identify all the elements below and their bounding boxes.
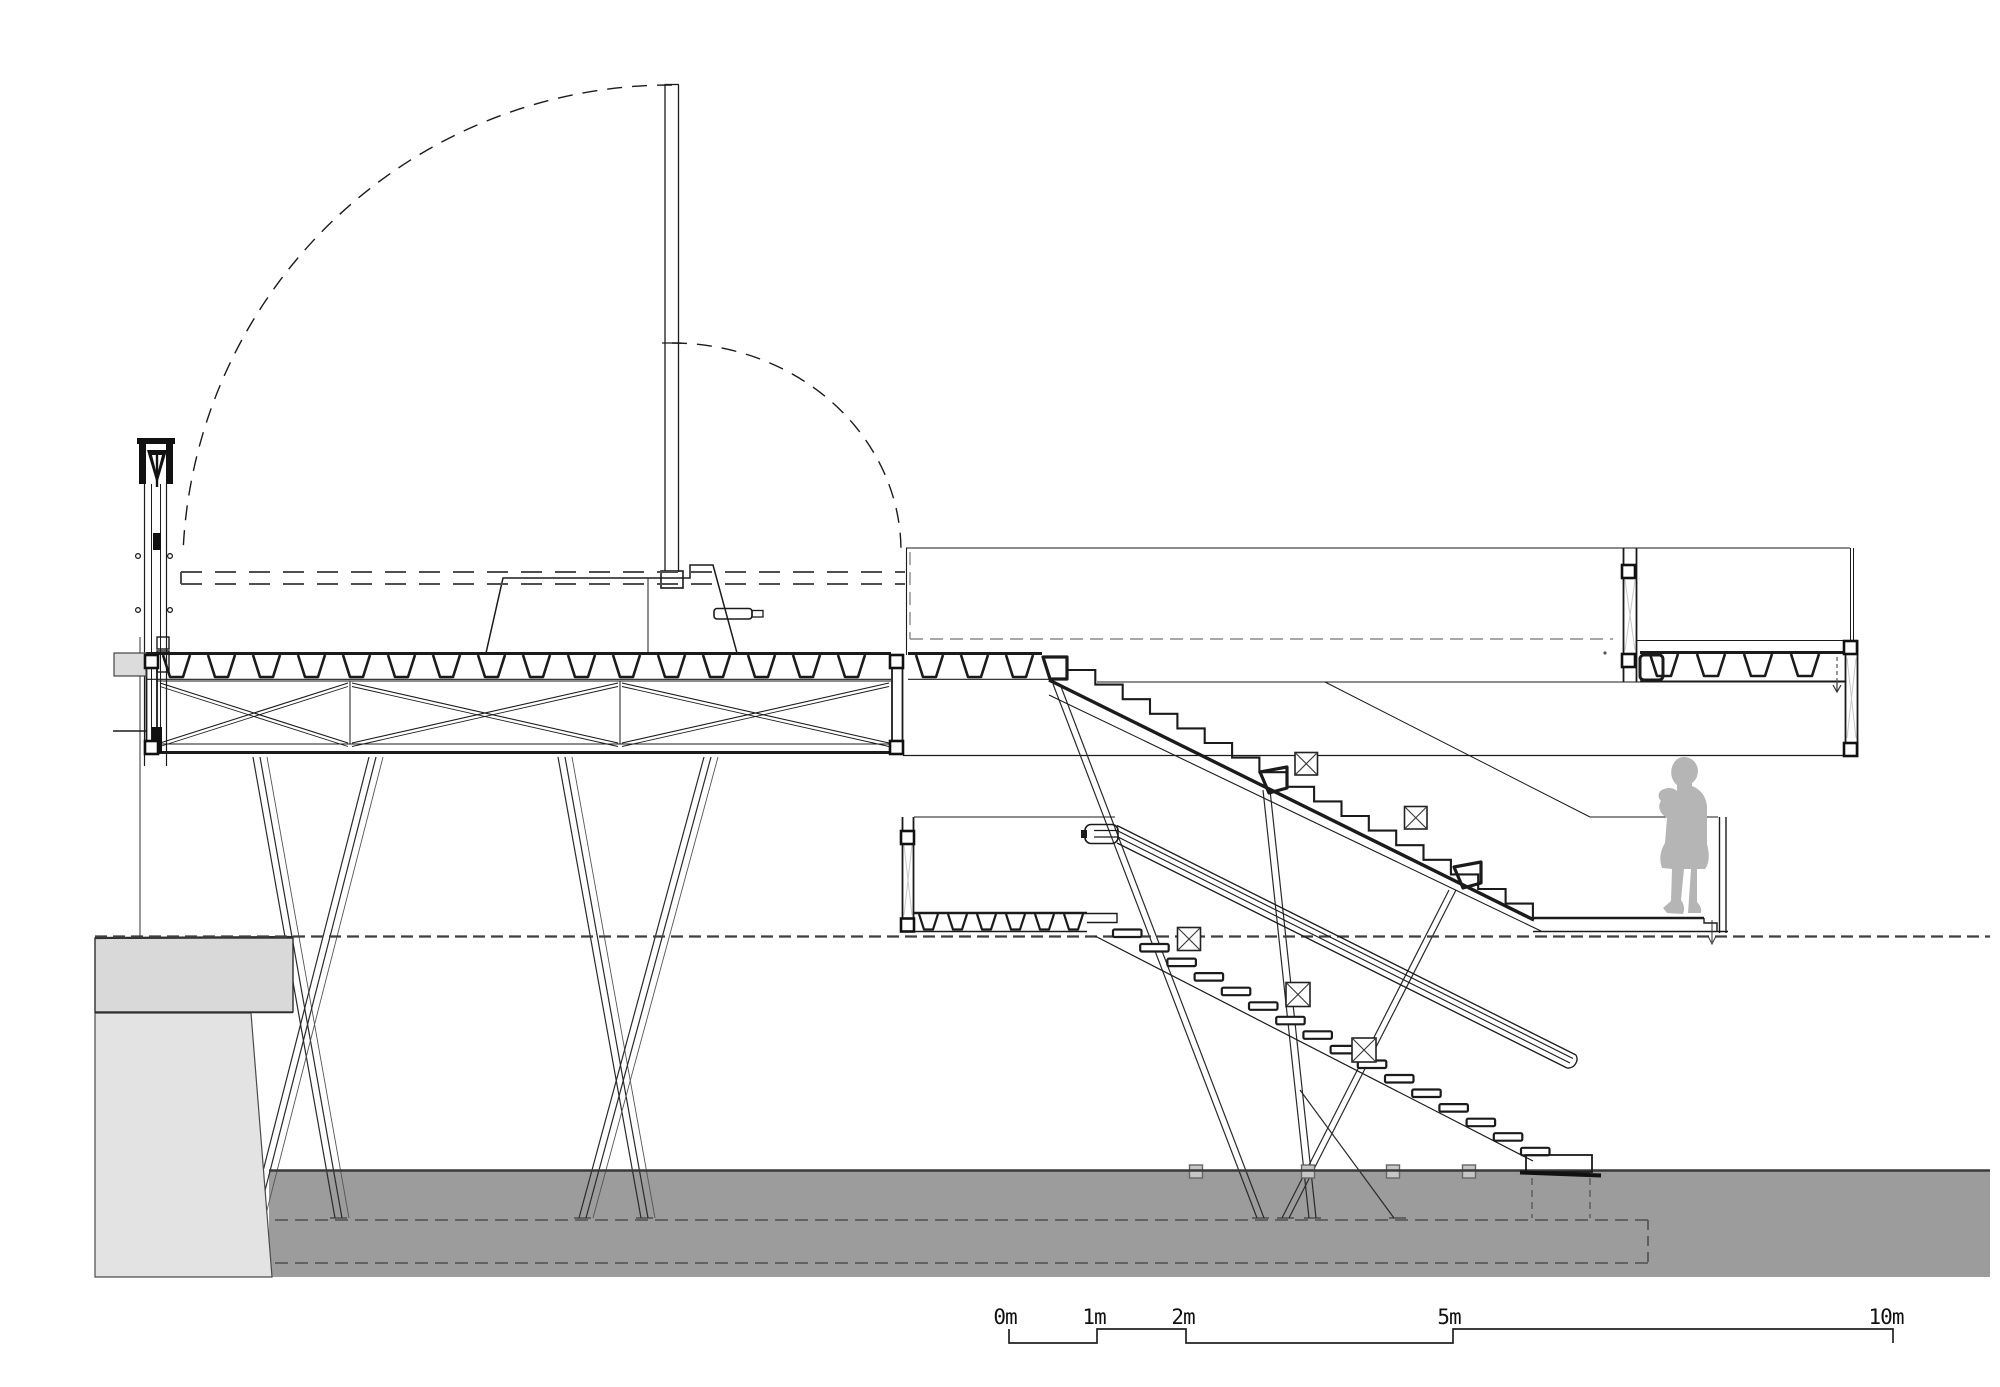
quay-wall bbox=[94, 935, 294, 1278]
section-post-x-marker bbox=[1403, 805, 1428, 830]
scale-label-0m: 0m bbox=[993, 1305, 1017, 1329]
pontoon-handrail bbox=[1081, 823, 1578, 1069]
stair-top-pocket bbox=[1041, 655, 1069, 681]
truss-node-plates bbox=[143, 563, 1859, 933]
level-drop-arrow bbox=[1832, 657, 1842, 694]
scale-label-10m: 10m bbox=[1869, 1305, 1904, 1329]
stair-base-shoe bbox=[1519, 1154, 1602, 1218]
section-post-x-marker bbox=[1294, 751, 1319, 776]
right-deck-pocket bbox=[1638, 653, 1665, 682]
navigation-light-icon bbox=[137, 438, 175, 487]
ground-band bbox=[269, 1171, 1990, 1277]
right-deck-module bbox=[1622, 548, 1859, 757]
folding-mast bbox=[662, 83, 682, 572]
landing-drop-arrow bbox=[1707, 920, 1717, 946]
dredge-outline-dashed bbox=[275, 1219, 1649, 1264]
section-post-x-marker bbox=[1176, 926, 1202, 952]
mast-base-pedestal bbox=[485, 564, 764, 654]
mast-swing-arc-small bbox=[671, 342, 902, 552]
scale-bar: 0m 1m 2m 5m 10m bbox=[993, 1305, 1905, 1344]
mast-swing-arc-large bbox=[182, 84, 673, 554]
section-post-x-marker bbox=[1351, 1037, 1377, 1063]
upper-deck-level-dashed bbox=[180, 571, 905, 585]
scale-label-2m: 2m bbox=[1171, 1305, 1195, 1329]
handrail-post-section-markers bbox=[1176, 751, 1428, 1063]
scale-label-1m: 1m bbox=[1082, 1305, 1106, 1329]
stair-mid-pocket bbox=[1258, 765, 1289, 795]
upper-stair-flight bbox=[1048, 668, 1728, 946]
lower-landing-pontoon bbox=[901, 816, 1578, 1069]
walkway-hidden-edge-dashed bbox=[909, 552, 1613, 655]
upper-stair-landing-deck bbox=[908, 652, 1069, 681]
fender-block bbox=[113, 652, 147, 677]
section-post-x-marker bbox=[1285, 981, 1311, 1008]
landing-slab bbox=[1533, 916, 1728, 933]
person-silhouette bbox=[1658, 757, 1709, 914]
mooring-pole bbox=[113, 438, 175, 938]
scale-label-5m: 5m bbox=[1437, 1305, 1461, 1329]
upper-deck-truss-module bbox=[145, 652, 904, 755]
winch-handle bbox=[713, 607, 753, 620]
support-piles bbox=[246, 683, 1457, 1219]
stair-low-pocket bbox=[1452, 860, 1483, 890]
elevated-walkway-outline bbox=[903, 547, 1857, 757]
